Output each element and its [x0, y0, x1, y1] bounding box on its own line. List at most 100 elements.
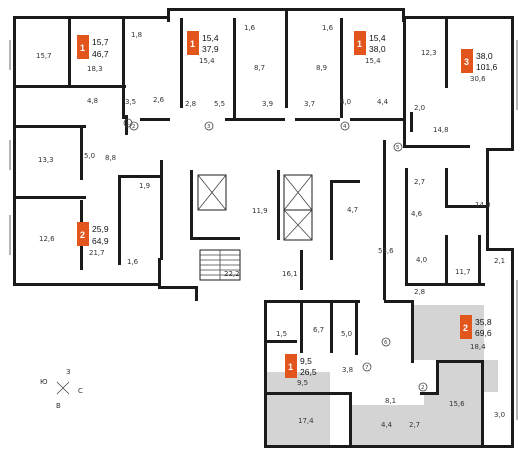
entrance-number: 4: [343, 124, 347, 130]
apartment-living-area: 9,5: [300, 356, 312, 366]
compass-north-label: З: [66, 368, 71, 376]
highlighted-area-bottom[interactable]: [267, 372, 330, 445]
apartment-rooms: 2: [463, 323, 468, 333]
room-area: 4,0: [416, 256, 427, 264]
entrance-number: 1: [126, 121, 130, 127]
highlighted-area-corridor[interactable]: [349, 405, 425, 445]
room-area: 11,7: [455, 268, 471, 276]
room-area: 2,7: [414, 178, 425, 186]
apartment-badge-a1[interactable]: 1 15,7 46,7: [77, 35, 109, 59]
apartment-badge-a2[interactable]: 1 15,4 37,9: [187, 31, 219, 55]
room-area: 3,5: [125, 98, 136, 106]
apartment-total-area: 46,7: [92, 49, 109, 59]
apartment-total-area: 64,9: [92, 236, 109, 246]
room-area: 1,9: [139, 182, 150, 190]
room-area: 4,6: [411, 210, 423, 218]
room-area: 4,7: [347, 206, 358, 214]
entrance-number: 2: [132, 124, 136, 130]
room-area: 3,8: [342, 366, 353, 374]
room-area: 14,8: [433, 126, 449, 134]
room-area: 18,4: [470, 343, 486, 351]
room-area: 8,9: [316, 64, 327, 72]
room-area: 18,3: [87, 65, 103, 73]
room-area-labels: 15,7 1,8 18,3 15,4 1,6 8,7 1,6 8,9 15,4 …: [36, 24, 505, 429]
room-area: 5,0: [341, 330, 352, 338]
entrance-number: 2: [421, 385, 425, 391]
room-area: 8,7: [254, 64, 265, 72]
outer-walls: [13, 8, 514, 448]
room-area: 12,6: [39, 235, 55, 243]
room-area: 8,8: [105, 154, 116, 162]
room-area: 16,1: [282, 270, 298, 278]
apartment-living-area: 15,4: [369, 33, 386, 43]
apartment-rooms: 1: [288, 362, 293, 372]
staircase: [199, 249, 241, 281]
apartment-rooms: 3: [464, 57, 469, 67]
apartment-badge-a3[interactable]: 1 15,4 38,0: [354, 31, 386, 55]
room-area: 6,7: [313, 326, 324, 334]
room-area: 5,5: [214, 100, 225, 108]
apartment-living-area: 35,8: [475, 317, 492, 327]
room-area: 5,0: [84, 152, 95, 160]
interior-walls: [16, 18, 488, 448]
compass-south-label: В: [56, 402, 61, 410]
windows: [9, 40, 518, 420]
room-area: 3,7: [304, 100, 315, 108]
room-area: 15,4: [365, 57, 381, 65]
compass-west-label: Ю: [40, 378, 48, 386]
room-area: 15,7: [36, 52, 52, 60]
room-area: 2,0: [414, 104, 425, 112]
room-area: 53,6: [378, 247, 394, 255]
entrance-number: 5: [396, 145, 400, 151]
room-area: 2,8: [414, 288, 425, 296]
room-area: 15,4: [199, 57, 215, 65]
apartment-living-area: 25,9: [92, 224, 109, 234]
highlighted-apartment-2room[interactable]: [411, 305, 498, 445]
room-area: 2,8: [185, 100, 196, 108]
room-area: 3,0: [494, 411, 505, 419]
room-area: 1,6: [244, 24, 256, 32]
apartment-badge-a4[interactable]: 3 38,0 101,6: [461, 49, 498, 73]
room-area: 4,8: [87, 97, 98, 105]
room-area: 2,7: [409, 421, 420, 429]
apartment-total-area: 101,6: [476, 62, 498, 72]
apartment-total-area: 69,6: [475, 328, 492, 338]
apartment-rooms: 1: [80, 43, 85, 53]
apartment-total-area: 26,5: [300, 367, 317, 377]
room-area: 4,0: [340, 98, 351, 106]
room-area: 17,4: [298, 417, 314, 425]
room-area: 21,7: [89, 249, 105, 257]
entrance-number: 7: [365, 365, 369, 371]
compass-east-label: С: [78, 387, 83, 395]
elevator-shafts: [197, 174, 313, 241]
apartment-living-area: 15,7: [92, 37, 109, 47]
room-area: 22,2: [224, 270, 240, 278]
room-area: 1,5: [276, 330, 287, 338]
apartment-rooms: 1: [357, 39, 362, 49]
room-area: 30,6: [470, 75, 486, 83]
room-area: 9,5: [297, 379, 308, 387]
room-area: 4,4: [381, 421, 393, 429]
room-area: 1,8: [131, 31, 142, 39]
entrance-numbers: 1 2 3 4 5 6 7 2: [123, 118, 428, 392]
apartment-badge-a6[interactable]: 2 35,8 69,6: [460, 315, 492, 339]
room-area: 13,3: [38, 156, 54, 164]
room-area: 2,1: [494, 257, 505, 265]
room-area: 15,6: [449, 400, 465, 408]
apartment-badge-a5[interactable]: 2 25,9 64,9: [77, 222, 109, 246]
entrance-number: 6: [384, 340, 388, 346]
apartment-total-area: 37,9: [202, 44, 219, 54]
room-area: 12,3: [421, 49, 437, 57]
entrance-number: 3: [207, 124, 211, 130]
apartment-rooms: 1: [190, 39, 195, 49]
compass: З Ю С В: [40, 368, 83, 410]
room-area: 4,4: [377, 98, 389, 106]
room-area: 2,6: [153, 96, 165, 104]
apartment-rooms: 2: [80, 230, 85, 240]
apartment-living-area: 15,4: [202, 33, 219, 43]
room-area: 1,6: [127, 258, 139, 266]
apartment-badge-a7[interactable]: 1 9,5 26,5: [285, 354, 317, 378]
room-area: 14,0: [475, 201, 491, 209]
room-area: 1,6: [322, 24, 334, 32]
